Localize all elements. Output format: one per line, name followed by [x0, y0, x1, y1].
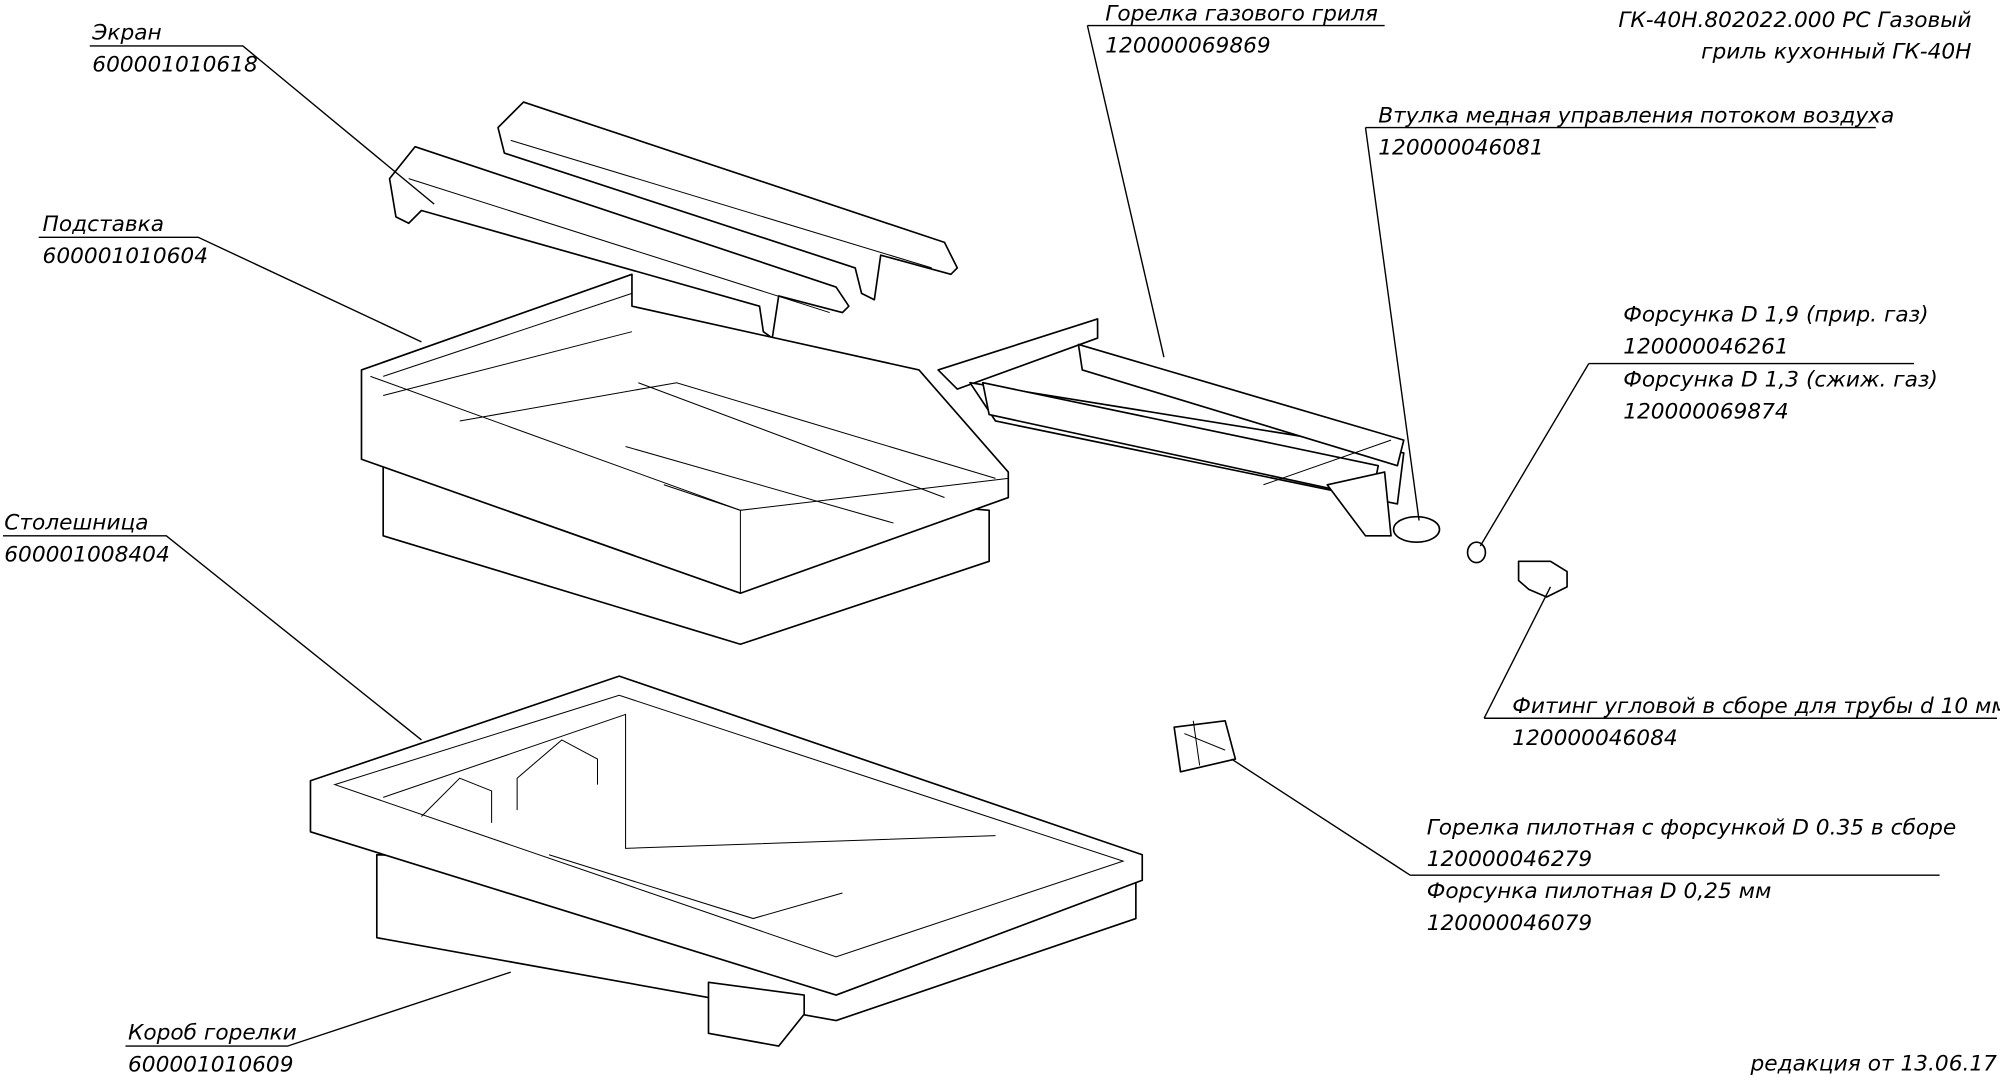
stand-drawing [360, 273, 1010, 646]
pilot-burner-name: Горелка пилотная с форсункой D 0.35 в сб… [1427, 815, 1957, 840]
grill-burner-code: 120000069869 [1105, 33, 1270, 58]
title-line-1: ГК-40Н.802022.000 РС Газовый [1618, 8, 1971, 33]
pilot-nozzle-code: 120000046079 [1427, 911, 1592, 936]
grill-burner-name: Горелка газового гриля [1105, 1, 1378, 26]
tabletop-drawing [309, 675, 1144, 1047]
pilot-burner-drawing [1173, 719, 1237, 773]
pilot-burner-code: 120000046279 [1427, 847, 1592, 872]
burner-box-name: Короб горелки [128, 1021, 297, 1046]
title-line-2: гриль кухонный ГК-40Н [1701, 40, 1971, 65]
air-bushing-name: Втулка медная управления потоком воздуха [1378, 103, 1894, 128]
tabletop-name: Столешница [4, 510, 148, 535]
air-bushing-code: 120000046081 [1378, 135, 1543, 160]
angle-fitting-name: Фитинг угловой в сборе для трубы d 10 мм [1512, 694, 2000, 719]
nozzle-natural-code: 120000046261 [1623, 334, 1788, 359]
burner-box-code: 600001010609 [128, 1053, 293, 1078]
nozzle-lpg-name: Форсунка D 1,3 (сжиж. газ) [1623, 368, 1938, 393]
angle-fitting-drawing [1517, 560, 1568, 598]
tabletop-code: 600001008404 [4, 542, 169, 567]
angle-fitting-code: 120000046084 [1512, 726, 1677, 751]
screen-code: 600001010618 [92, 52, 257, 77]
nozzle-lpg-code: 120000069874 [1623, 399, 1788, 424]
pilot-nozzle-name: Форсунка пилотная D 0,25 мм [1427, 879, 1772, 904]
nozzle-drawing [1466, 541, 1487, 564]
revision-date: редакция от 13.06.17 [1749, 1051, 1997, 1076]
leader-lines [3, 24, 1997, 1047]
nozzle-natural-name: Форсунка D 1,9 (прир. газ) [1623, 302, 1928, 327]
stand-code: 600001010604 [43, 244, 208, 269]
screen-name: Экран [91, 21, 161, 46]
grill-burner-drawing [937, 318, 1441, 544]
screen-drawing [388, 101, 959, 339]
stand-name: Подставка [43, 212, 165, 237]
